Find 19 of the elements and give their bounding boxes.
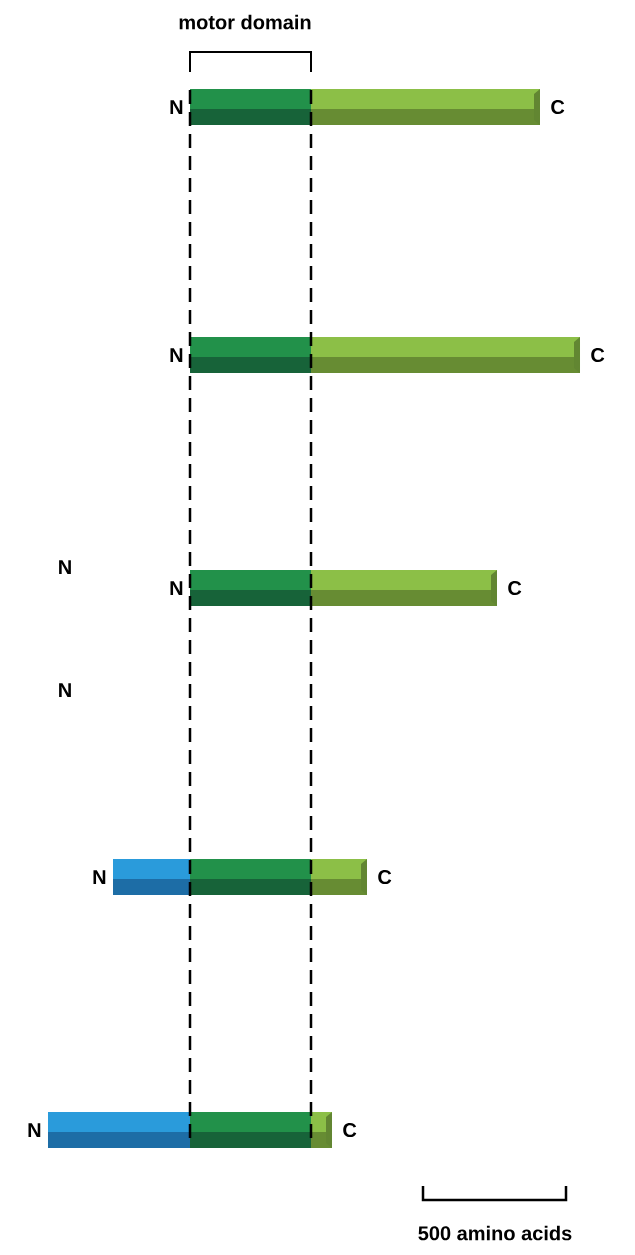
terminus-label: N [170,100,183,114]
protein-bar [190,89,540,125]
terminus-label: C [508,580,522,596]
scale-label: 500 amino acids [418,1225,572,1241]
domain-label: motor domain [179,14,311,30]
terminus-label: N [93,870,106,884]
protein-bar [113,859,367,895]
terminus-label: N [59,683,71,697]
terminus-label: C [591,347,605,363]
protein-bar [190,337,580,373]
terminus-label: N [170,348,183,362]
terminus-label: N [28,1123,41,1137]
terminus-label: C [551,99,565,115]
terminus-label: N [170,581,183,595]
terminus-label: C [343,1122,357,1138]
terminus-label: N [59,560,71,574]
protein-bar [48,1112,332,1148]
protein-bar [190,570,497,606]
terminus-label: C [378,869,392,885]
